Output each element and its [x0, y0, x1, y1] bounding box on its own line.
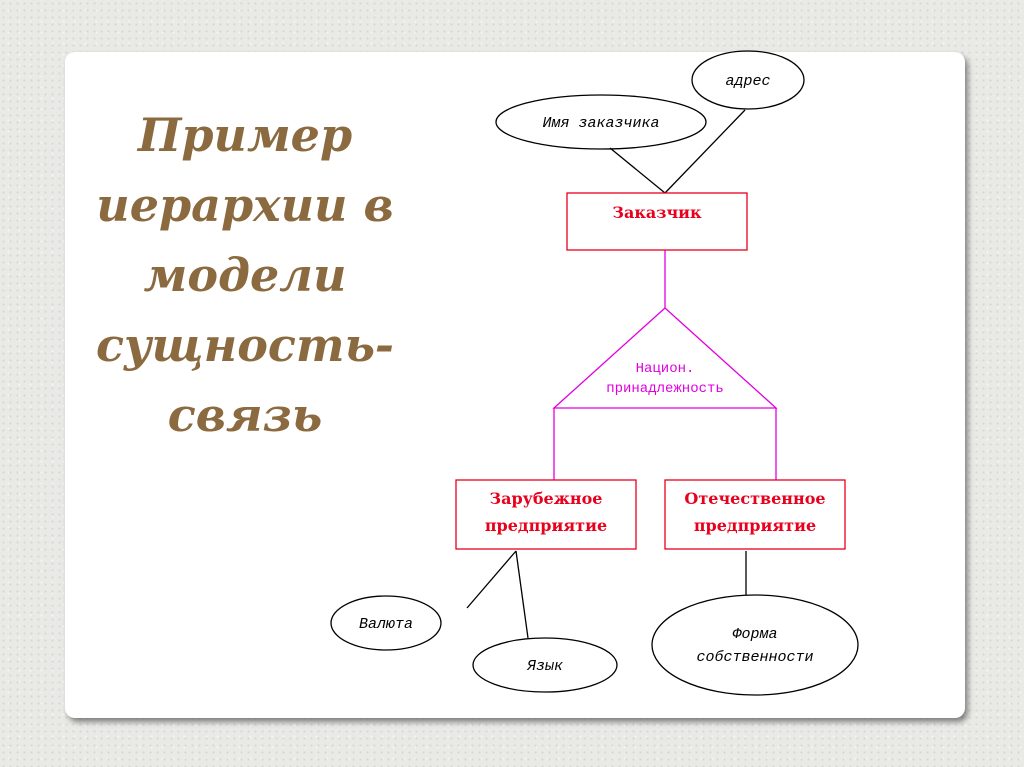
connector-name	[609, 147, 666, 194]
attribute-ownership-label: Форма	[732, 626, 777, 643]
attribute-ownership	[651, 594, 859, 696]
attribute-language	[472, 637, 618, 693]
entity-customer-label: Заказчик	[612, 203, 702, 222]
attribute-currency	[330, 595, 442, 651]
entity-foreign	[455, 479, 637, 550]
title-line: сущность-	[95, 318, 395, 372]
title-line: Пример	[137, 108, 353, 162]
attribute-customer-name	[495, 94, 707, 150]
entity-domestic	[664, 479, 846, 550]
attribute-address	[691, 50, 805, 110]
entity-domestic-label: Отечественное	[684, 489, 825, 508]
attribute-customer-name-label: Имя заказчика	[542, 115, 659, 132]
category-label: принадлежность	[606, 381, 724, 397]
entity-foreign-label: предприятие	[485, 516, 607, 535]
entity-customer	[566, 192, 748, 251]
connector-currency	[466, 550, 517, 609]
entity-domestic-label: предприятие	[694, 516, 816, 535]
entity-foreign-label: Зарубежное	[490, 489, 603, 508]
category-triangle	[552, 307, 778, 409]
title-line: связь	[167, 388, 323, 442]
attribute-ownership-label: собственности	[696, 649, 813, 666]
connector-language	[515, 550, 529, 639]
attribute-address-label: адрес	[725, 73, 770, 90]
title-line: иерархии в	[96, 178, 394, 232]
connector-address	[664, 109, 746, 194]
slide-panel	[65, 52, 965, 718]
attribute-language-label: Язык	[526, 658, 563, 675]
slide-title: Пример иерархии в модели сущность- связь	[70, 100, 420, 450]
title-line: модели	[143, 248, 347, 302]
attribute-currency-label: Валюта	[359, 616, 413, 633]
category-label: Национ.	[636, 361, 695, 377]
